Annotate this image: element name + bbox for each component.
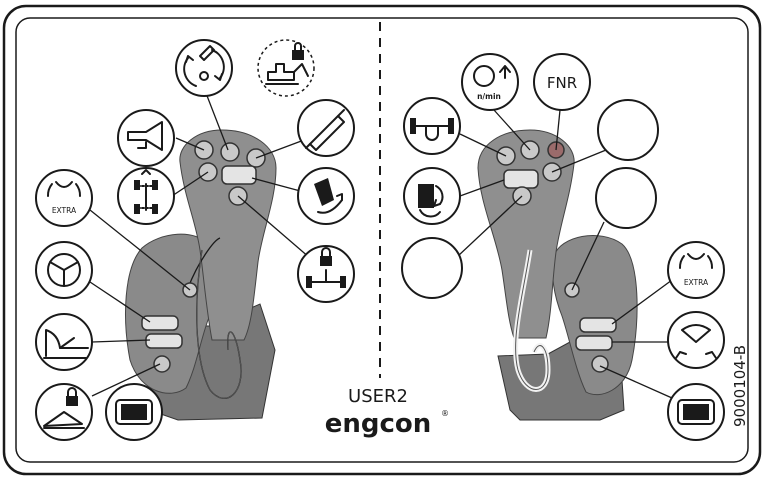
empty-circle-2[interactable] [595, 167, 657, 229]
display-left-icon[interactable] [105, 383, 163, 441]
brand-logo: engcon [325, 409, 432, 439]
extra-right-label: EXTRA [684, 278, 709, 287]
right-roller-1[interactable] [579, 317, 617, 333]
axle-brake-icon[interactable] [403, 97, 461, 155]
left-leaders [89, 87, 311, 397]
left-joystick [125, 129, 277, 421]
axle-lock-icon[interactable] [297, 245, 355, 303]
part-number: 9000104-B [731, 345, 749, 427]
right-roller-2[interactable] [575, 335, 613, 351]
extra-right-icon[interactable]: EXTRA [667, 241, 725, 299]
left-lower-button[interactable] [153, 355, 171, 373]
right-roller-top[interactable] [503, 169, 539, 189]
steering-wheel-icon[interactable] [35, 241, 93, 299]
right-cable-outline [515, 249, 549, 390]
dozer-blade-icon[interactable] [35, 313, 93, 371]
outer-border [2, 4, 762, 476]
right-leaders [457, 109, 673, 399]
left-roller-top[interactable] [221, 165, 257, 185]
user-mode-label: USER2 [348, 386, 408, 407]
rpm-up-icon[interactable]: n/min [461, 53, 519, 111]
right-joystick [477, 129, 638, 421]
transmission-rotate-icon[interactable] [403, 167, 461, 225]
inner-border [15, 17, 749, 463]
right-upper-grip [477, 129, 575, 339]
horn-icon[interactable] [117, 109, 175, 167]
extra-left-label: EXTRA [52, 206, 77, 215]
extra-left-icon[interactable]: EXTRA [35, 169, 93, 227]
outrigger-icon[interactable] [667, 311, 725, 369]
grease-icon[interactable] [297, 99, 355, 157]
locked-blade-icon[interactable] [35, 383, 93, 441]
brand-registered-mark: ® [441, 409, 449, 418]
left-button-2[interactable] [220, 142, 240, 162]
rotate-icon[interactable] [175, 39, 233, 97]
left-roller-1[interactable] [141, 315, 179, 331]
empty-circle-3[interactable] [401, 237, 463, 299]
left-roller-2[interactable] [145, 333, 183, 349]
left-button-3[interactable] [246, 148, 266, 168]
steering-axles-icon[interactable] [117, 167, 175, 225]
left-cable-outline [196, 249, 242, 399]
right-lower-button[interactable] [591, 355, 609, 373]
display-right-icon[interactable] [667, 383, 725, 441]
rpm-unit-label: n/min [477, 92, 501, 101]
tilt-bucket-icon[interactable] [297, 167, 355, 225]
empty-circle-1[interactable] [597, 99, 659, 161]
locked-machine-icon[interactable] [257, 39, 315, 97]
fnr-label: FNR [547, 74, 577, 92]
fnr-icon[interactable]: FNR [533, 53, 591, 111]
